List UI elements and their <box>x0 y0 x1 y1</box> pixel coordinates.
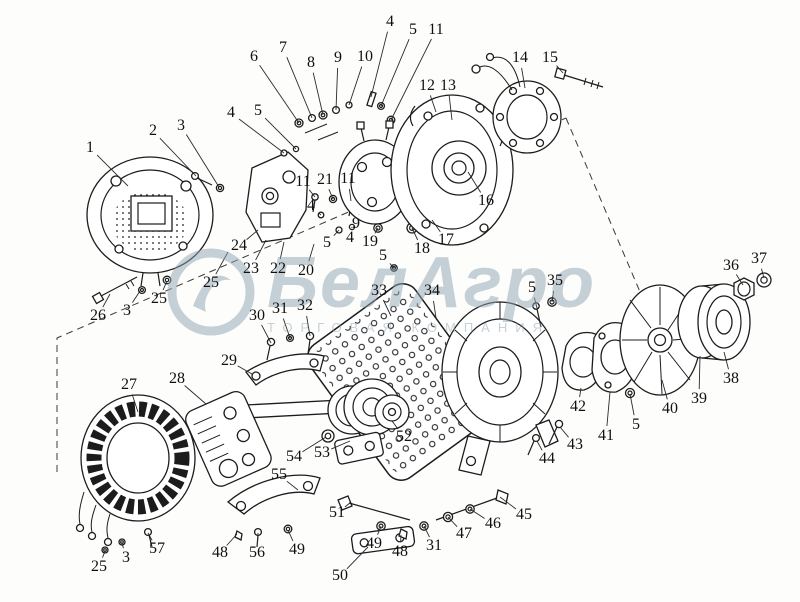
part-pulley <box>677 283 751 361</box>
part-washer-37 <box>756 272 772 288</box>
part-nut-36 <box>733 277 755 301</box>
part-brush-holder <box>245 145 309 243</box>
part-rear-housing <box>441 301 559 476</box>
part-fasteners-bottom-left <box>101 524 293 554</box>
part-rear-end-shield <box>86 156 214 287</box>
leader-lines <box>96 31 765 570</box>
part-washer-5-fan <box>624 387 636 399</box>
part-fasteners-43-44 <box>527 419 564 456</box>
part-hinge-bolt-51 <box>337 495 411 521</box>
part-rectifier-28 <box>185 390 272 487</box>
part-bearing-retainer-14 <box>471 52 562 154</box>
part-fastener-cluster-top <box>294 90 396 141</box>
part-drive-end-shield <box>390 94 514 246</box>
part-bearing-stack <box>327 378 410 436</box>
part-fasteners-2-3 <box>190 171 225 193</box>
part-bracket-55 <box>226 474 321 515</box>
dashed-assembly-outline <box>56 117 647 472</box>
part-bracket-29 <box>245 353 325 386</box>
part-fasteners-30-32 <box>266 331 315 361</box>
part-bolt-15 <box>554 67 604 90</box>
part-bracket-53 <box>334 431 384 465</box>
part-spacer-54 <box>321 429 335 443</box>
part-stator-27 <box>75 394 196 547</box>
part-bearing-16 <box>443 152 475 184</box>
